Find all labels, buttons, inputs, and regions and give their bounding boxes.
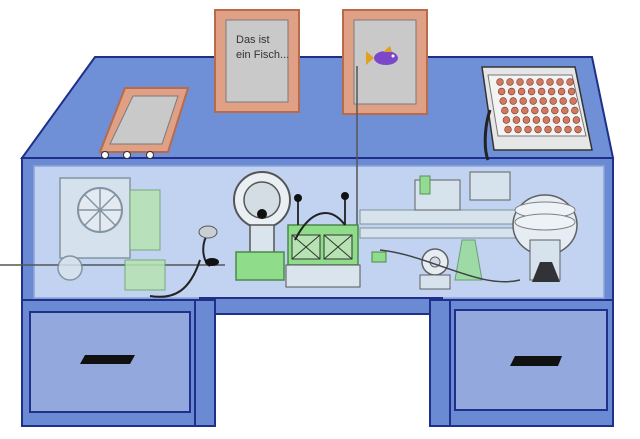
grid-dot xyxy=(547,87,556,96)
grid-dot xyxy=(546,78,554,86)
grid-dot xyxy=(542,116,551,124)
grid-dot xyxy=(556,78,564,86)
grid-dot xyxy=(502,116,511,124)
grid-dot xyxy=(506,78,514,86)
grid-dot xyxy=(526,78,534,86)
grid-dot xyxy=(496,78,504,86)
fish-icon xyxy=(366,46,398,65)
frame-sign-line2: ein Fisch... xyxy=(236,49,290,61)
dot-grid xyxy=(496,78,582,134)
grid-dot xyxy=(529,97,537,105)
right-inner-leg xyxy=(429,299,451,427)
cable-dot-box xyxy=(483,109,492,161)
grid-dot xyxy=(572,116,581,124)
grid-dot xyxy=(569,97,577,105)
center-machine xyxy=(198,171,387,288)
grid-dot xyxy=(574,125,582,134)
grid-dot xyxy=(516,78,524,86)
grid-dot xyxy=(507,87,516,96)
left-machine xyxy=(57,177,166,291)
grid-dot xyxy=(549,97,557,105)
grid-dot xyxy=(531,106,539,115)
grid-dot xyxy=(551,106,559,115)
grid-dot xyxy=(521,106,529,115)
grid-dot xyxy=(522,116,531,124)
grid-dot xyxy=(541,106,549,115)
frame-sign-text: Das ist ein Fisch... xyxy=(236,33,292,63)
grid-dot xyxy=(566,78,574,86)
grid-dot xyxy=(501,106,509,115)
grid-dot xyxy=(514,125,522,134)
frame-fish xyxy=(342,9,428,115)
grid-dot xyxy=(537,87,546,96)
grid-dot xyxy=(539,97,547,105)
grid-dot xyxy=(511,106,519,115)
grid-dot xyxy=(559,97,567,105)
left-inner-leg xyxy=(194,299,216,427)
grid-dot xyxy=(497,87,506,96)
frame-sign-line1: Das ist xyxy=(236,34,270,46)
center-gap xyxy=(200,300,442,439)
grid-dot xyxy=(519,97,527,105)
grid-dot xyxy=(499,97,507,105)
grid-dot xyxy=(532,116,541,124)
grid-dot xyxy=(564,125,572,134)
middle-strip xyxy=(199,297,443,315)
grid-dot xyxy=(544,125,552,134)
drawer-handle-icon xyxy=(510,356,562,366)
frame-text-sign xyxy=(214,9,300,113)
grid-dot xyxy=(517,87,526,96)
right-machine xyxy=(359,171,578,290)
grid-dot xyxy=(567,87,576,96)
grid-dot xyxy=(557,87,566,96)
grid-dot xyxy=(562,116,571,124)
grid-dot xyxy=(527,87,536,96)
grid-dot xyxy=(509,97,517,105)
grid-dot xyxy=(524,125,532,134)
grid-dot xyxy=(552,116,561,124)
grid-dot xyxy=(571,106,579,115)
drawer-handle-icon xyxy=(80,355,135,364)
grid-dot xyxy=(554,125,562,134)
grid-dot xyxy=(512,116,521,124)
grid-dot xyxy=(561,106,569,115)
cable-center xyxy=(149,259,201,298)
frame-left xyxy=(98,87,190,159)
grid-dot xyxy=(534,125,542,134)
grid-dot xyxy=(536,78,544,86)
grid-dot xyxy=(504,125,512,134)
